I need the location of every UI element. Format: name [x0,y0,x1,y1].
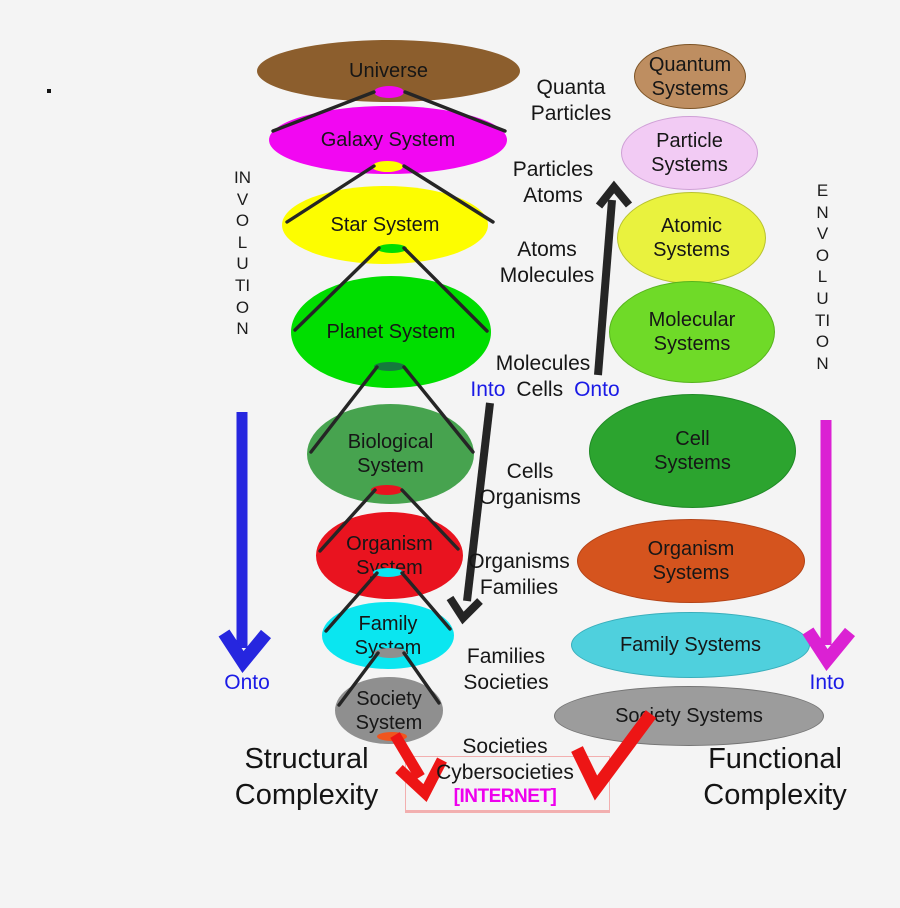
organism-systems-ellipse: Organism Systems [577,519,805,603]
transition-line: Particles [512,158,594,181]
functional-complexity-line: Functional [708,743,842,775]
society-system-label: Society [356,687,422,710]
envolution-vertical-label: ENVOLUTION [814,181,831,373]
transition-line: Organisms [479,486,581,509]
involution-arrow-head [218,629,272,673]
into-down-arrow-head [446,595,483,625]
transition-quanta-particles: Quanta Particles [501,75,641,127]
structural-complexity-title: Structural Complexity [204,741,409,813]
cells-word: Cells [516,378,564,401]
transition-line: Families [479,576,559,599]
onto-arrow-label: Onto [224,671,270,694]
transition-line: Molecules [495,352,591,375]
particle-systems-label: Systems [651,154,728,176]
family-system-label: Family [358,612,418,635]
transition-line: Societies [462,735,548,758]
family-opening [374,648,407,658]
organism-systems-label: Organism [647,538,735,560]
society-opening [377,732,407,741]
molecular-systems-label: Systems [653,333,731,355]
society-system-label: System [355,711,423,734]
planet-system-ellipse: Planet System [291,276,491,388]
cell-systems-label: Cell [675,428,710,450]
involution-arrow [218,412,272,673]
organism-system-label: Organism [346,532,433,555]
family-systems-ellipse: Family Systems [571,612,810,678]
internet-label: [INTERNET] [453,786,557,807]
into-arrow-label: Into [809,671,845,694]
transition-societies-cybersocieties: Societies Cybersocieties [INTERNET] [425,734,585,808]
transition-molecules-cells: Molecules [473,351,613,377]
transition-line: Families [466,645,546,668]
transition-line: Atoms [517,238,577,261]
family-systems-label: Family Systems [619,634,762,656]
functional-complexity-line: Complexity [703,779,847,811]
transition-line: Molecules [499,264,595,287]
transition-atoms-molecules: Atoms Molecules [477,237,617,289]
organism-system-ellipse: Organism System [316,512,463,599]
galaxy-system-label: Galaxy System [320,129,456,151]
transition-line: Cybersocieties [436,761,574,784]
star-system-label: Star System [330,214,440,236]
biological-system-label: Biological [347,431,434,453]
molecular-systems-label: Molecular [648,309,736,331]
into-word: Into [470,378,506,401]
quantum-systems-ellipse: Quantum Systems [634,44,746,109]
structural-complexity-line: Structural [244,743,369,775]
organism-systems-label: Systems [652,562,730,584]
structural-complexity-line: Complexity [234,779,379,811]
transition-particles-atoms: Particles Atoms [483,157,623,209]
into-cells-onto-row: Into Cells Onto [455,377,635,403]
functional-complexity-title: Functional Complexity [670,741,880,813]
organism-opening [373,568,403,577]
envolution-arrow-head [802,627,856,671]
biological-system-label: System [357,455,424,477]
molecular-systems-ellipse: Molecular Systems [609,281,775,383]
particle-systems-ellipse: Particle Systems [621,116,758,190]
transition-line: Cells [506,460,554,483]
atomic-systems-ellipse: Atomic Systems [617,192,766,284]
quantum-systems-label: Systems [651,77,729,100]
onto-word: Onto [574,378,620,401]
star-opening [377,244,407,253]
atomic-systems-label: Atomic [660,215,723,237]
family-system-ellipse: Family System [322,602,454,669]
involution-vertical-label: INVOLUTION [234,168,251,339]
transition-line: Atoms [523,184,583,207]
stray-dot [47,89,51,93]
transition-line: Organisms [468,550,570,573]
transition-line: Societies [463,671,549,694]
transition-line: Particles [530,102,612,125]
galaxy-opening [372,161,403,172]
transition-families-societies: Families Societies [436,644,576,696]
planet-system-label: Planet System [326,321,456,343]
particle-systems-label: Particle [656,130,723,152]
society-systems-ellipse: Society Systems [554,686,824,746]
transition-cells-organisms: Cells Organisms [460,459,600,511]
society-systems-label: Society Systems [615,705,763,727]
atomic-systems-label: Systems [653,239,730,261]
planet-opening [374,362,405,371]
envolution-arrow [802,420,856,671]
transition-line: Quanta [536,76,606,99]
cell-systems-label: Systems [654,452,731,474]
quantum-systems-label: Quantum [648,53,732,76]
universe-opening [374,86,404,98]
biological-opening [371,485,403,495]
transition-organisms-families: Organisms Families [449,549,589,601]
universe-label: Universe [349,60,428,82]
cell-systems-ellipse: Cell Systems [589,394,796,508]
